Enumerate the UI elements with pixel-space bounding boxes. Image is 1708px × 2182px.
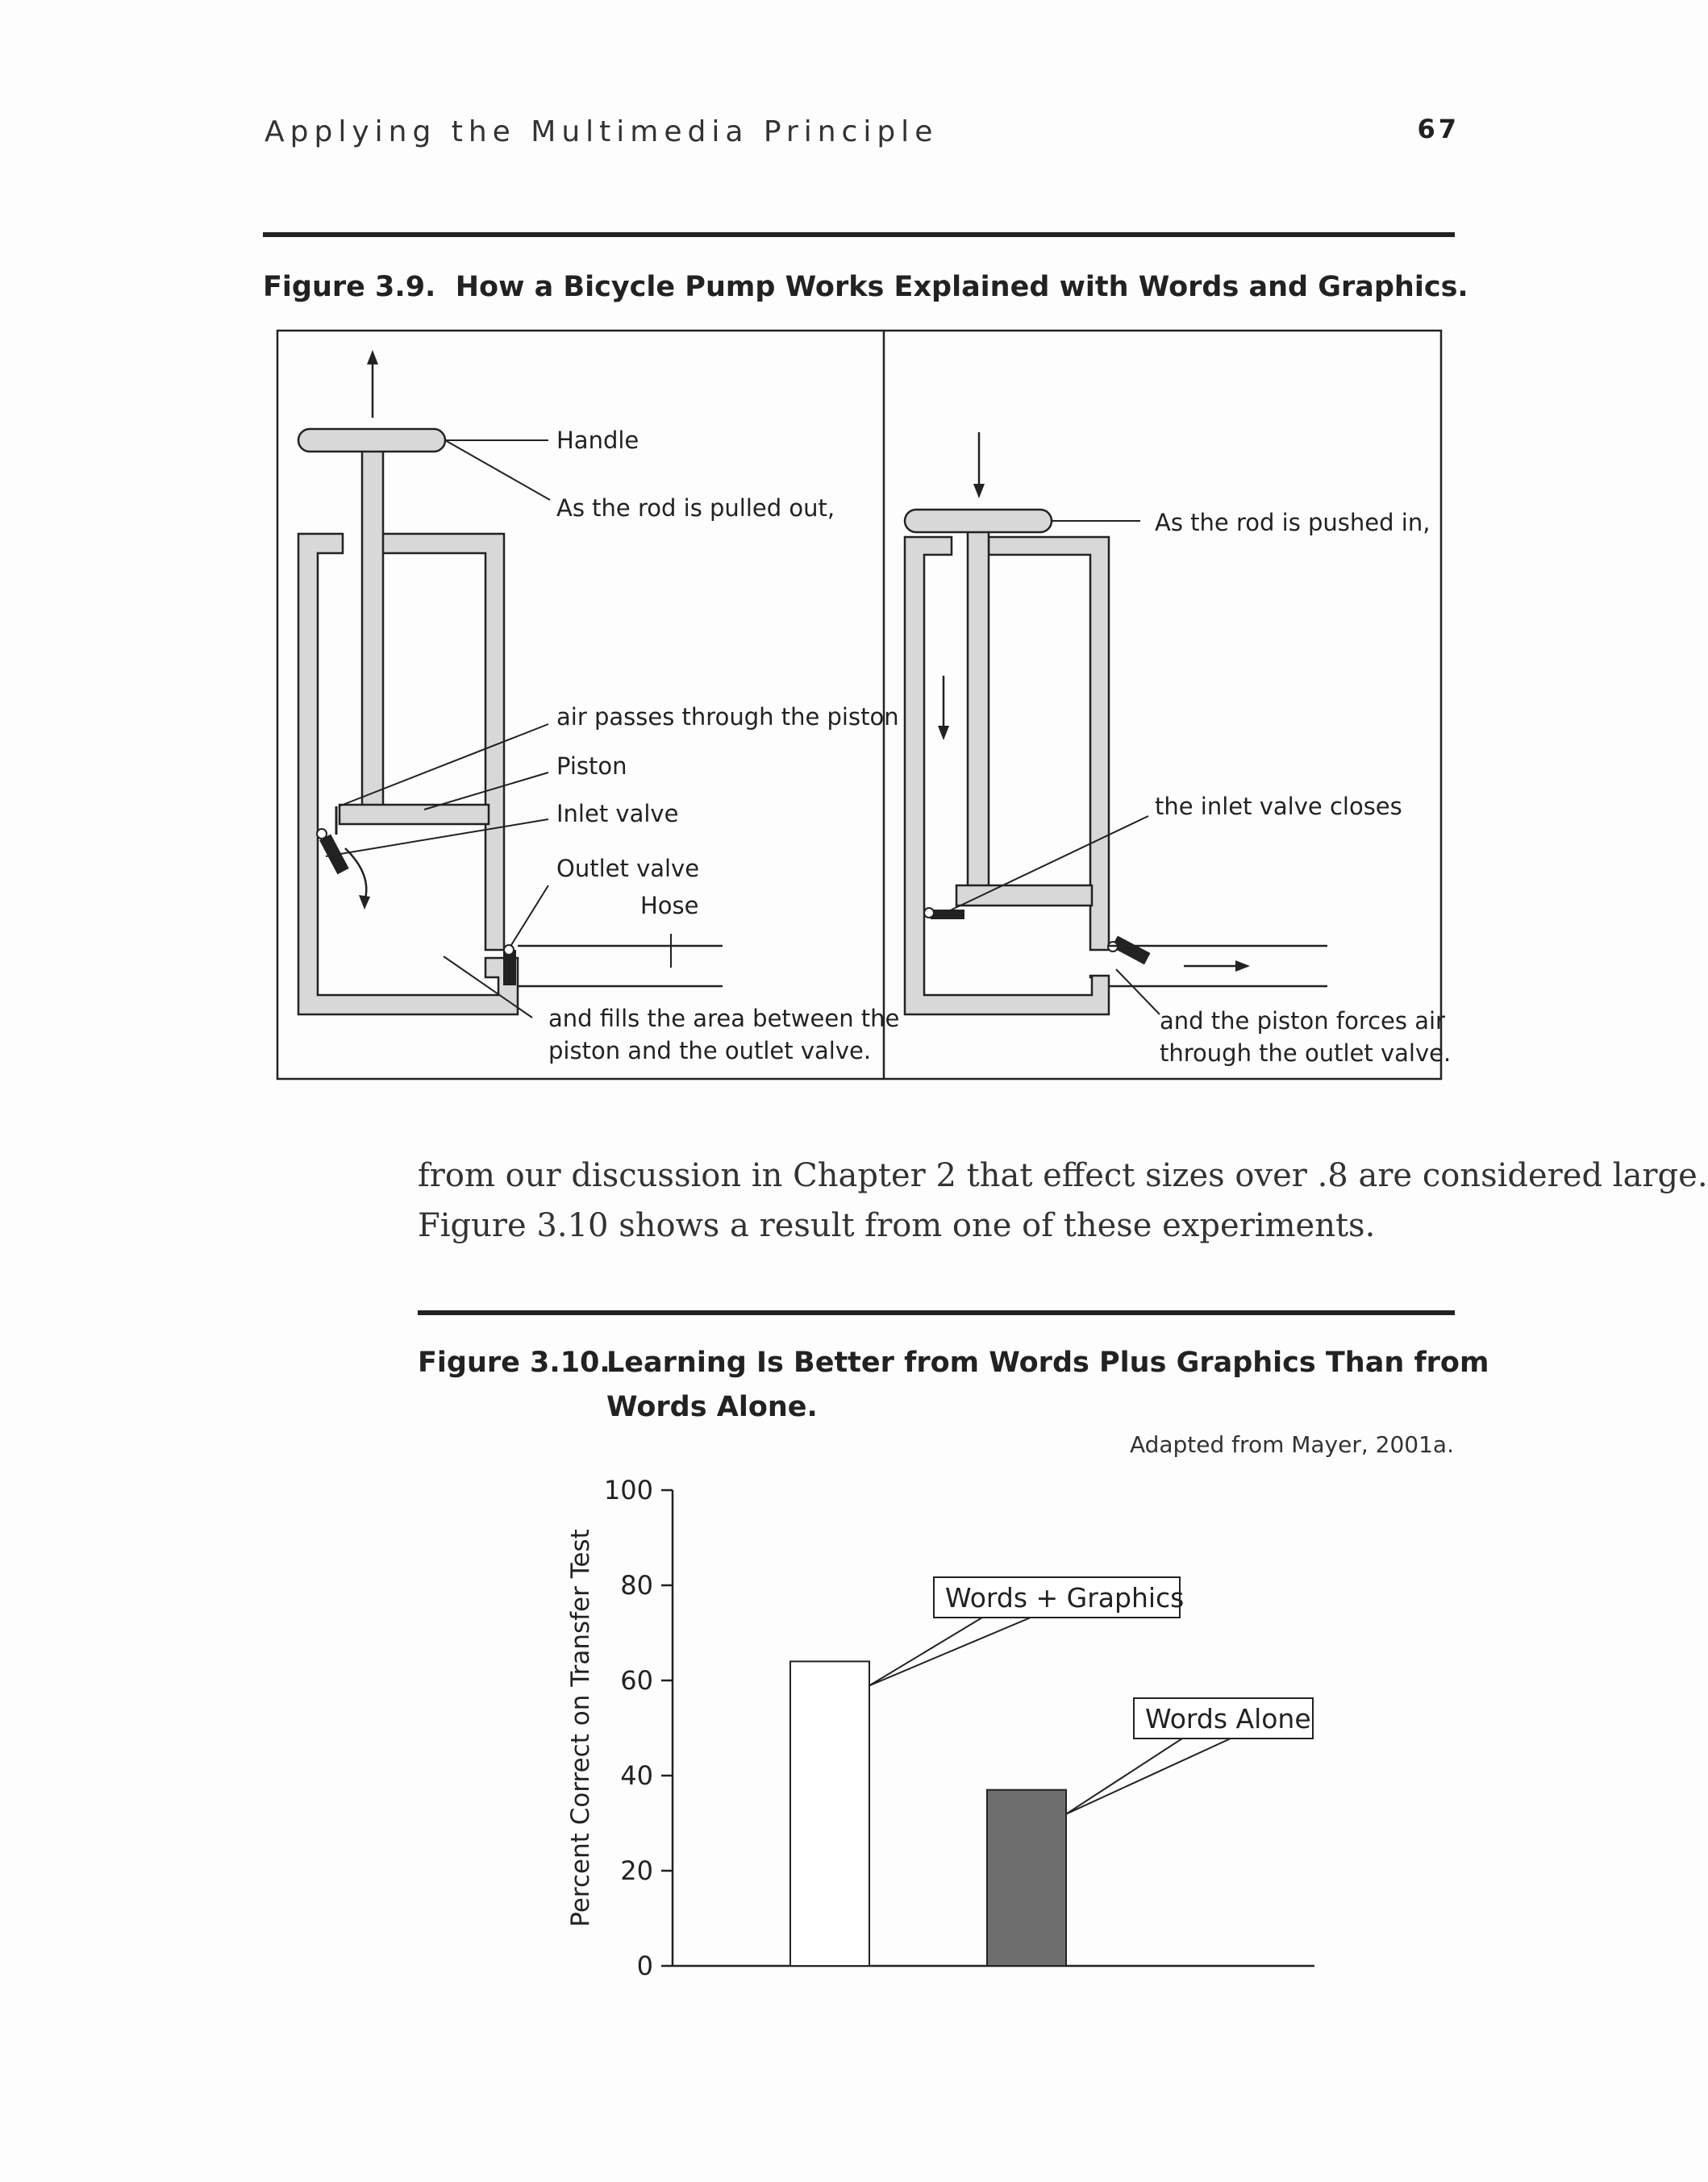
callout-box: [1133, 1697, 1314, 1739]
bar: [789, 1660, 870, 1967]
callout-leader: [869, 1617, 1031, 1687]
label-inlet-closes: the inlet valve closes: [1155, 793, 1402, 820]
right-arrowheads: [938, 484, 1250, 972]
left-leader-lines: [325, 439, 551, 1018]
figure-3-9-number: Figure 3.9.: [263, 271, 436, 303]
label-handle: Handle: [556, 427, 639, 454]
right-caption-line-2: through the outlet valve.: [1160, 1039, 1451, 1067]
figure-3-9-top-rule: [263, 232, 1455, 237]
y-axis-label: Percent Correct on Transfer Test: [566, 1529, 595, 1927]
body-line-1: from our discussion in Chapter 2 that ef…: [418, 1157, 1708, 1194]
callout-box: [933, 1576, 1181, 1618]
label-outlet-valve: Outlet valve: [556, 855, 699, 882]
label-rod-pulled: As the rod is pulled out,: [556, 494, 835, 522]
left-caption-line-1: and fills the area between the: [548, 1005, 899, 1032]
source-note: Adapted from Mayer, 2001a.: [1129, 1431, 1454, 1458]
right-labels: As the rod is pushed in, the inlet valve…: [1155, 509, 1451, 1067]
right-hose: [1109, 944, 1327, 988]
label-air-passes: air passes through the piston: [556, 703, 899, 731]
label-rod-pushed: As the rod is pushed in,: [1155, 509, 1430, 536]
category-label: Words + Graphics: [945, 1582, 1184, 1614]
left-pump-arrows: [335, 360, 374, 902]
left-caption-line-2: piston and the outlet valve.: [548, 1037, 871, 1064]
figure-3-10-title-line-1: Learning Is Better from Words Plus Graph…: [606, 1347, 1489, 1379]
bar-chart: Percent Correct on Transfer Test 0 20 40 60…: [566, 1475, 1314, 1981]
figure-3-10-number: Figure 3.10.: [418, 1347, 610, 1379]
callout-leader: [1065, 1738, 1183, 1815]
category-label: Words Alone: [1145, 1703, 1311, 1734]
label-piston: Piston: [556, 752, 627, 780]
right-caption-line-1: and the piston forces air: [1160, 1007, 1445, 1035]
figure-3-9-caption: Figure 3.9. How a Bicycle Pump Works Exp…: [263, 271, 1468, 303]
right-pump-arrows: [942, 432, 1240, 968]
figure-3-10-top-rule: [418, 1310, 1455, 1315]
body-line-2: Figure 3.10 shows a result from one of t…: [418, 1207, 1376, 1244]
bar: [986, 1788, 1067, 1967]
body-paragraph: from our discussion in Chapter 2 that ef…: [418, 1151, 1708, 1251]
page-number: 67: [1417, 114, 1460, 144]
y-tick-label: 20: [620, 1855, 653, 1886]
left-labels: Handle As the rod is pulled out, air pas…: [548, 427, 899, 1064]
figure-3-10-title-line-2: Words Alone.: [606, 1391, 818, 1423]
right-valves: [923, 907, 1151, 965]
callout-leader: [1065, 1738, 1231, 1815]
diagram-frame: [276, 329, 1443, 1081]
figure-3-9-title: How a Bicycle Pump Works Explained with …: [455, 271, 1468, 303]
running-head: Applying the Multimedia Principle: [265, 115, 939, 148]
right-pump: [903, 508, 1110, 1016]
bicycle-pump-diagram: Handle As the rod is pulled out, air pas…: [276, 329, 1451, 1081]
callout-leader: [869, 1617, 983, 1687]
label-inlet-valve: Inlet valve: [556, 800, 678, 827]
y-tick-label: 100: [604, 1475, 653, 1505]
label-hose: Hose: [640, 892, 699, 919]
left-valves: [316, 828, 516, 985]
y-tick-label: 40: [620, 1760, 653, 1791]
right-leader-lines: [944, 520, 1160, 1015]
y-tick-label: 0: [637, 1951, 653, 1981]
y-tick-label: 80: [620, 1570, 653, 1601]
left-arrowheads: [359, 350, 378, 910]
left-pump: [297, 427, 519, 1016]
y-tick-label: 60: [620, 1665, 653, 1696]
left-hose: [518, 934, 723, 988]
